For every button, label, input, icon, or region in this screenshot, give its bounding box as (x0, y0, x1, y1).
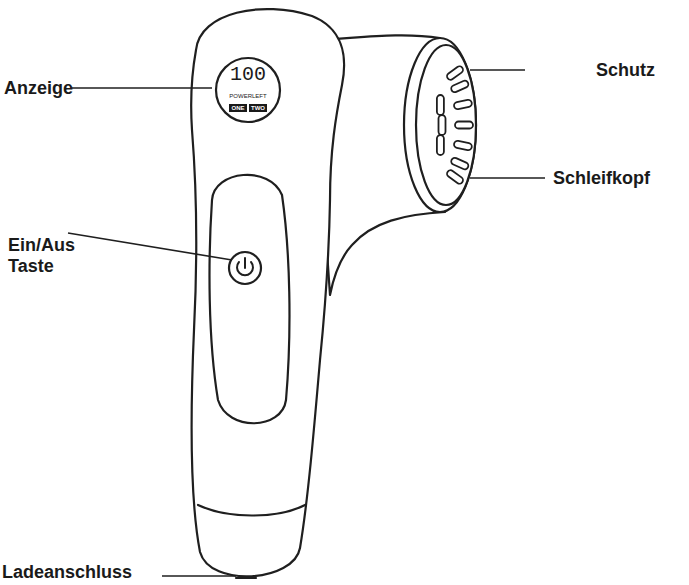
display-text: POWERLEFT (229, 93, 266, 100)
charge-port (236, 577, 256, 579)
device-body (191, 9, 344, 576)
bottom-cap (198, 505, 305, 516)
guard-slot (450, 80, 469, 94)
leader-line (470, 69, 525, 71)
leader-line (470, 177, 545, 179)
part-label: Ladeanschluss (2, 562, 132, 583)
guard-slot (455, 122, 473, 129)
grip-panel (210, 175, 290, 423)
guard-slot (437, 135, 444, 155)
leader-line (162, 575, 236, 577)
guard-slot (439, 115, 446, 135)
display-digits: 100 (230, 63, 266, 86)
leader-line (72, 87, 212, 89)
power-symbol (237, 258, 253, 275)
mode-indicator: ONE (229, 104, 246, 113)
part-label: Anzeige (4, 78, 73, 99)
guard-slots (437, 65, 473, 185)
guard-slot (453, 99, 472, 110)
part-label: Ein/Aus Taste (8, 235, 75, 276)
part-label: Schleifkopf (553, 168, 650, 189)
guard-slot (446, 65, 465, 81)
guard-slot (453, 140, 472, 151)
display-window (216, 58, 280, 122)
grinding-head (404, 38, 476, 212)
mode-indicator: TWO (249, 104, 267, 113)
guard-slot (437, 95, 444, 115)
grinding-head-rim (416, 45, 476, 205)
part-label: Schutz (596, 60, 655, 81)
power-button (229, 252, 261, 284)
guard-slot (450, 157, 469, 171)
leader-line (68, 233, 232, 260)
guard-slot (446, 169, 465, 185)
